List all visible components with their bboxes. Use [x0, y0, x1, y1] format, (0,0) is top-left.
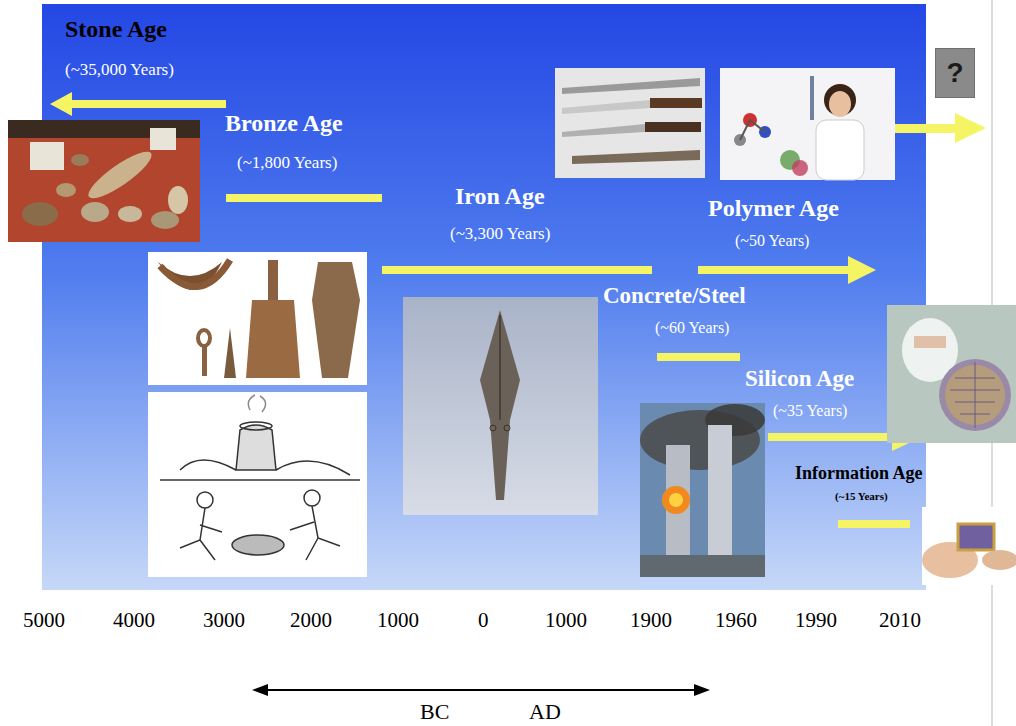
age-duration: (~1,800 Years): [237, 153, 337, 173]
age-title: Stone Age: [65, 16, 167, 44]
axis-tick: 3000: [203, 608, 245, 632]
twin-towers-photo: [640, 403, 765, 577]
swords-photo: [555, 68, 705, 178]
background-panel: [42, 4, 926, 590]
age-title: Bronze Age: [225, 110, 343, 138]
chip-in-hand-photo: [922, 507, 1016, 585]
axis-tick: 1960: [715, 608, 757, 632]
axis-tick: 1000: [377, 608, 419, 632]
age-title: Iron Age: [455, 183, 545, 211]
age-duration: (~50 Years): [735, 232, 809, 250]
spearhead-photo: [403, 297, 598, 515]
age-title: Silicon Age: [745, 366, 854, 392]
axis-tick: 0: [478, 608, 489, 632]
iron-tools-photo: [148, 252, 367, 385]
age-title: Polymer Age: [708, 195, 839, 223]
lab-scientist-photo: [720, 68, 895, 180]
axis-tick: 5000: [23, 608, 65, 632]
axis-tick: 1000: [545, 608, 587, 632]
age-duration: (~15 Years): [835, 490, 888, 503]
axis-tick: 4000: [113, 608, 155, 632]
axis-tick: 2000: [290, 608, 332, 632]
clean-room-photo: [887, 305, 1016, 443]
age-title: Information Age: [795, 463, 923, 484]
bc-ad-arrow: [252, 684, 710, 696]
age-duration: (~60 Years): [655, 319, 729, 337]
question-box: ?: [935, 48, 975, 98]
furnace-drawing: [148, 392, 367, 577]
axis-tick: 1900: [630, 608, 672, 632]
stone-artifacts-photo: [8, 120, 200, 242]
age-duration: (~35 Years): [773, 402, 847, 420]
axis-tick: 2010: [879, 608, 921, 632]
age-duration: (~3,300 Years): [450, 224, 550, 244]
era-label: BC: [420, 699, 449, 724]
age-duration: (~35,000 Years): [65, 60, 174, 80]
age-title: Concrete/Steel: [603, 283, 746, 309]
axis-tick: 1990: [795, 608, 837, 632]
era-label: AD: [529, 699, 561, 724]
question-mark: ?: [946, 57, 963, 89]
